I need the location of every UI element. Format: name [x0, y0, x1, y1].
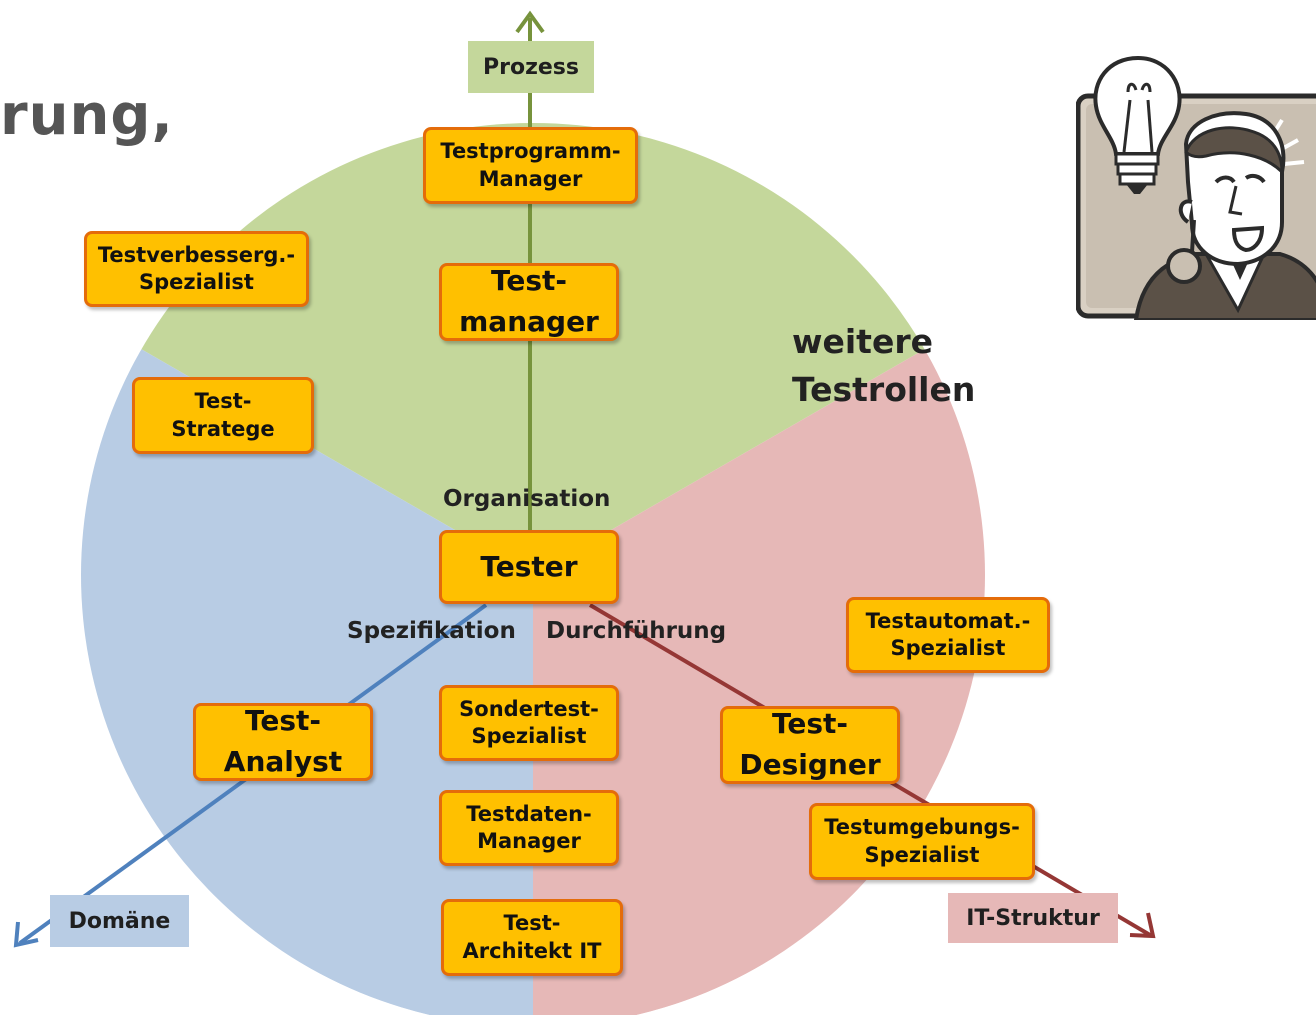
durchfuehrung-label: Durchführung [546, 618, 727, 644]
domaene-label: Domäne [50, 895, 189, 947]
role-testverbesserung-spezialist: Testverbesserg.-Spezialist [84, 231, 309, 307]
role-testumgebungs-spezialist: Testumgebungs-Spezialist [809, 803, 1035, 880]
prozess-arrowhead [515, 10, 545, 34]
weitere-testrollen-label: weitere Testrollen [792, 318, 975, 414]
wheel-sectors [81, 123, 985, 1015]
prozess-label: Prozess [468, 41, 594, 93]
organisation-label: Organisation [443, 486, 611, 512]
role-test-designer: Test-Designer [720, 706, 900, 784]
role-test-architekt-it: Test-Architekt IT [441, 899, 623, 976]
it-struktur-label: IT-Struktur [948, 893, 1118, 943]
role-tester: Tester [439, 530, 619, 604]
blue-sector [81, 349, 533, 1015]
role-test-analyst: Test-Analyst [193, 703, 373, 781]
role-sondertest-spezialist: Sondertest-Spezialist [439, 685, 619, 761]
role-testmanager: Test-manager [439, 263, 619, 341]
role-testdaten-manager: Testdaten-Manager [439, 790, 619, 866]
role-testautomat-spezialist: Testautomat.-Spezialist [846, 597, 1050, 673]
role-test-stratege: Test-Stratege [132, 377, 314, 454]
role-testprogramm-manager: Testprogramm-Manager [423, 127, 638, 204]
lightbulb-icon [1093, 55, 1182, 194]
domaene-arrowhead [13, 921, 39, 948]
green-sector [141, 123, 925, 575]
person-with-lightbulb-icon [1076, 55, 1316, 320]
weitere-line-1: weitere [792, 322, 933, 361]
it-struktur-arrowhead [1129, 912, 1156, 939]
page-heading: rung, [0, 83, 174, 148]
person-icon [1133, 111, 1316, 320]
weitere-line-2: Testrollen [792, 369, 976, 409]
spezifikation-label: Spezifikation [347, 618, 516, 644]
